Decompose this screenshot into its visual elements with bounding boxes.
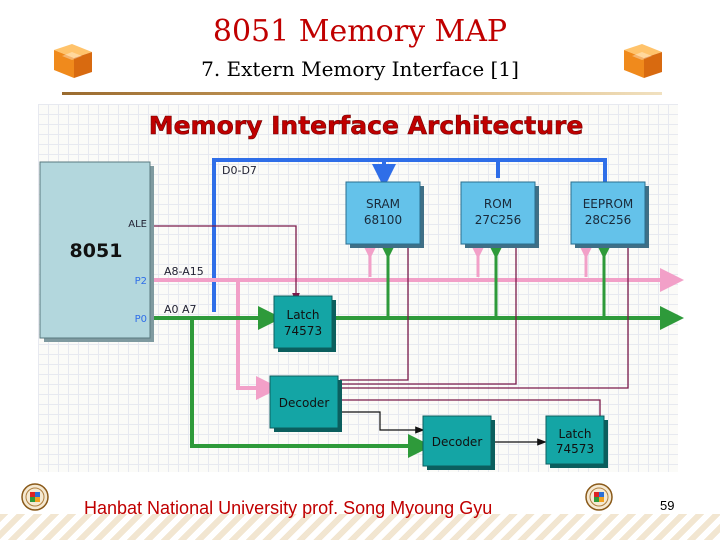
sram-chip: SRAM 68100 [345,181,424,248]
sram-name: SRAM [366,197,400,211]
university-logo-icon [585,483,613,511]
rom-part: 27C256 [475,213,522,227]
p2-pin-label: P2 [135,276,147,287]
footer-credit: Hanbat National University prof. Song My… [84,498,493,518]
cpu-label: 8051 [70,240,123,262]
diagram-heading: Memory Interface Architecture [149,111,584,140]
low-address-bus [154,241,684,458]
decoder-right-name: Decoder [432,435,483,449]
eeprom-part: 28C256 [585,213,632,227]
ale-pin-label: ALE [128,219,147,230]
decoder-chip-right: Decoder [422,415,495,470]
control-lines [154,225,629,418]
sram-part: 68100 [364,213,402,227]
high-address-label: A8-A15 [164,265,204,278]
slide-subtitle: 7. Extern Memory Interface [1] [201,57,519,81]
cpu-8051-block [39,161,151,339]
eeprom-chip: EEPROM 28C256 [570,181,649,248]
slide-title: 8051 Memory MAP [212,14,508,49]
cube-decoration-icon [624,44,662,78]
latch-chip-left: Latch 74573 [273,295,336,352]
header-divider [62,92,662,95]
latch-right-part: 74573 [556,442,594,456]
latch-left-part: 74573 [284,324,322,338]
rom-chip: ROM 27C256 [460,181,539,248]
eeprom-name: EEPROM [583,197,634,211]
decoder-left-name: Decoder [279,396,330,410]
latch-chip-right: Latch 74573 [545,415,608,468]
low-address-label: A0 A7 [164,303,197,316]
latch-left-name: Latch [287,308,320,322]
decoder-link [340,411,425,434]
page-number: 59 [660,498,675,513]
latch-right-name: Latch [559,427,592,441]
rom-name: ROM [484,197,512,211]
p0-pin-label: P0 [135,314,147,325]
decoder-chip-left: Decoder [269,375,342,432]
university-logo-icon [21,483,49,511]
cube-decoration-icon [54,44,92,78]
data-bus [212,158,607,312]
footer-stripe [0,514,720,540]
data-bus-label: D0-D7 [222,164,257,177]
